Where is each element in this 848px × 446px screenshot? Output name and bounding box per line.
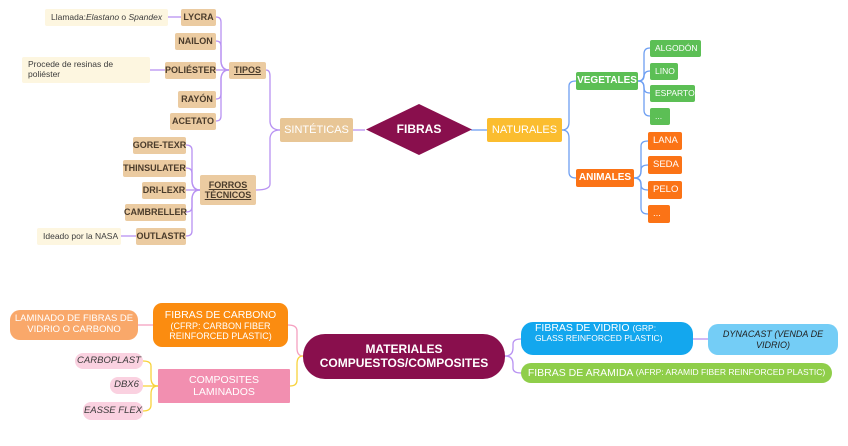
link-root2-aramida	[504, 355, 522, 374]
carbono-sub-2: REINFORCED PLASTIC)	[169, 331, 272, 342]
forros-label-1: FORROS	[208, 179, 248, 190]
node-easse-flex[interactable]: EASSE FLEX	[83, 402, 143, 420]
link-tipos-lycra	[215, 16, 230, 71]
node-vegetales-more[interactable]: ...	[650, 108, 670, 125]
note-lycra-mid: o	[119, 11, 129, 22]
link-veg-4	[637, 80, 651, 117]
node-forros-tecnicos[interactable]: FORROS TÉCNICOS	[200, 175, 256, 205]
node-lana[interactable]: LANA	[648, 132, 682, 150]
root-diamond-shape	[366, 104, 472, 155]
link-sint-tipos	[265, 69, 281, 131]
node-lycra[interactable]: LYCRA	[181, 9, 216, 26]
link-forros-gore	[185, 144, 201, 191]
node-dynacast[interactable]: DYNACAST (VENDA DE VIDRIO)	[708, 324, 838, 355]
node-rayon[interactable]: RAYÓN	[178, 91, 216, 108]
node-animales-more[interactable]: ...	[648, 205, 670, 223]
node-thinsulate[interactable]: THINSULATER	[123, 160, 186, 177]
link-nat-veg	[561, 80, 577, 131]
link-forros-outlast	[185, 189, 201, 237]
node-carboplast[interactable]: CARBOPLAST	[75, 353, 143, 369]
node-dri-lex[interactable]: DRI-LEXR	[142, 182, 186, 199]
link-root2-carbono	[287, 324, 304, 357]
link-root2-vidrio	[504, 338, 522, 357]
node-algodon[interactable]: ALGODÓN	[650, 40, 701, 57]
node-tipos[interactable]: TIPOS	[229, 62, 266, 79]
root2-line-1: MATERIALES	[365, 341, 443, 356]
link-ani-4	[633, 177, 649, 215]
vidrio-sub-1: (GRP:	[632, 323, 657, 333]
link-lam-carbo	[142, 360, 159, 387]
node-pelo[interactable]: PELO	[648, 181, 682, 199]
note-outlast[interactable]: Ideado por la NASA	[37, 228, 121, 245]
link-root2-laminados	[289, 355, 304, 387]
link-tipos-nailon	[215, 40, 230, 71]
vidrio-title: FIBRAS DE VIDRIO	[535, 322, 633, 334]
node-cambrelle[interactable]: CAMBRELLER	[124, 204, 187, 221]
node-fibras-aramida[interactable]: FIBRAS DE ARAMIDA (AFRP: ARAMID FIBER RE…	[521, 363, 832, 383]
link-lam-easse	[142, 385, 159, 412]
node-composites-laminados[interactable]: COMPOSITES LAMINADOS	[158, 369, 290, 403]
laminado-line-1: LAMINADO DE FIBRAS DE	[14, 313, 134, 325]
node-acetato[interactable]: ACETATO	[170, 113, 216, 130]
node-lino[interactable]: LINO	[650, 63, 678, 80]
link-ani-2	[633, 164, 649, 179]
carbono-title: FIBRAS DE CARBONO	[164, 308, 277, 321]
laminado-line-2: VIDRIO O CARBONO	[27, 324, 121, 335]
node-fibras-vidrio[interactable]: FIBRAS DE VIDRIO (GRP: GLASS REINFORCED …	[521, 322, 693, 355]
link-tipos-acetato	[215, 69, 230, 122]
carbono-sub-1: (CFRP: CARBON FIBER	[170, 320, 271, 331]
node-fibras-carbono[interactable]: FIBRAS DE CARBONO (CFRP: CARBON FIBER RE…	[153, 303, 288, 347]
note-lycra-prefix: Llamada:	[51, 11, 86, 22]
node-laminado-fibras[interactable]: LAMINADO DE FIBRAS DE VIDRIO O CARBONO	[10, 310, 138, 340]
link-veg-2	[637, 70, 651, 82]
link-sint-forros	[255, 129, 281, 191]
node-outlast[interactable]: OUTLASTR	[136, 228, 186, 245]
root2-line-2: COMPUESTOS/COMPOSITES	[319, 355, 489, 370]
dynacast-line-2: VIDRIO)	[755, 339, 790, 350]
node-nailon[interactable]: NAILON	[175, 33, 216, 50]
node-fibras-root[interactable]: FIBRAS	[396, 122, 442, 137]
node-seda[interactable]: SEDA	[648, 156, 682, 174]
node-materiales-compuestos-root[interactable]: MATERIALES COMPUESTOS/COMPOSITES	[303, 334, 505, 379]
composites-line-2: LAMINADOS	[193, 386, 255, 398]
node-vegetales[interactable]: VEGETALES	[576, 72, 638, 90]
node-gore-tex[interactable]: GORE-TEXR	[133, 137, 186, 154]
aramida-sub: (AFRP: ARAMID FIBER REINFORCED PLASTIC)	[635, 367, 826, 378]
node-dbx6[interactable]: DBX6	[110, 377, 143, 394]
node-sinteticas[interactable]: SINTÉTICAS	[280, 118, 353, 142]
link-nat-ani	[561, 129, 577, 179]
note-lycra[interactable]: Llamada: Elastano o Spandex	[45, 9, 168, 26]
node-animales[interactable]: ANIMALES	[576, 169, 634, 187]
forros-label-2: TÉCNICOS	[204, 190, 252, 200]
note-lycra-elastano: Elastano	[85, 11, 120, 22]
aramida-title: FIBRAS DE ARAMIDA	[527, 366, 636, 379]
dynacast-line-1: DYNACAST (VENDA DE	[722, 329, 824, 340]
note-lycra-spandex: Spandex	[128, 11, 163, 22]
link-forros-thin	[185, 167, 201, 191]
node-esparto[interactable]: ESPARTO	[650, 85, 695, 102]
note-poliester[interactable]: Procede de resinas de poliéster	[22, 57, 150, 83]
composites-line-1: COMPOSITES	[188, 373, 259, 386]
node-poliester[interactable]: POLIÉSTER	[165, 62, 216, 79]
vidrio-sub-2: GLASS REINFORCED PLASTIC)	[535, 333, 663, 344]
node-naturales[interactable]: NATURALES	[487, 118, 562, 142]
